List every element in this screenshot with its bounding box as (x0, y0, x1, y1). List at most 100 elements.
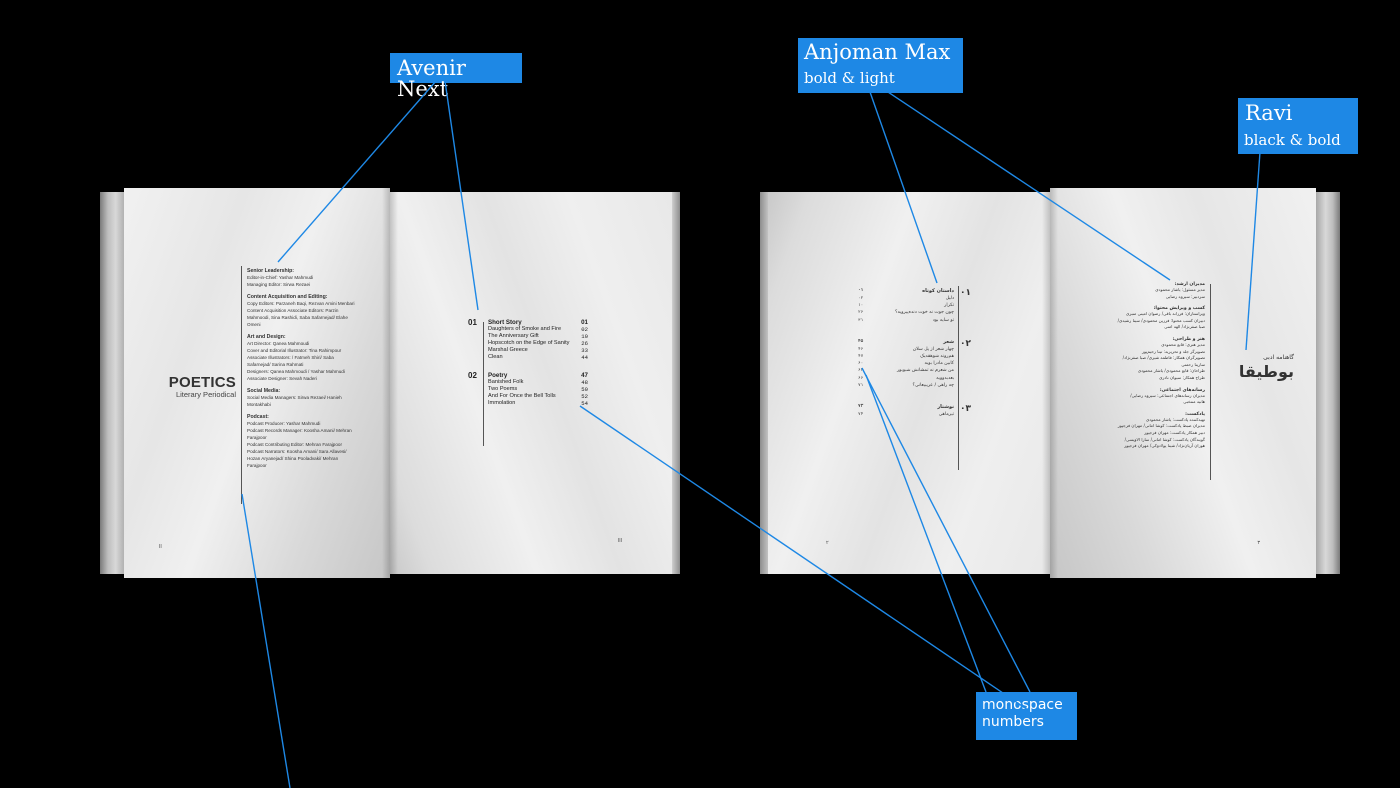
masthead-row: Associate Illustrators: / Fatmeh Shiri/ … (247, 355, 334, 360)
persian-masthead-row: سردبیر: سیروه رضایی (1165, 293, 1205, 299)
toc-section-title: Poetry (488, 371, 508, 379)
persian-toc-section-page: ۴۵ (858, 338, 864, 344)
toc-section-title: Short Story (488, 319, 522, 326)
label-anjoman-line2: bold & light (804, 69, 895, 87)
persian-toc-entry-title: تکرار (944, 303, 954, 309)
persian-toc-entry-page: ۱۰ (858, 303, 864, 309)
persian-toc-entry-page: ۳۱ (858, 317, 864, 323)
toc-entry-page: 33 (581, 347, 588, 355)
persian-masthead-row: صبا صفرنژاد/ الهه امنی (1164, 324, 1205, 330)
masthead-divider (241, 266, 242, 504)
label-avenir-line1: Avenir Next (397, 56, 466, 101)
english-right-page-number: III (617, 538, 622, 544)
persian-toc-entry-page: ۶۶ (858, 375, 864, 381)
persian-toc-entry-title: تیرماهی (938, 412, 954, 417)
persian-masthead-row: مدیر مسئول: یاشار محمودی (1155, 287, 1205, 292)
masthead-row: Hozan Aryanejad/ Shina Pooladvaki/ Mehra… (247, 456, 339, 461)
label-mono-line2: numbers (982, 714, 1044, 730)
masthead-row: Safarnejad/ Sarina Rahmati (247, 362, 304, 367)
label-anjoman-max: Anjoman Max bold & light (798, 38, 963, 93)
persian-toc-entry-title: چون جوت نه خوت دنده‌پیرویه؟ (895, 310, 954, 316)
masthead-row: Podcast Records Manager: Koosha Amani/ M… (247, 428, 352, 433)
english-masthead: Senior Leadership:Editor-in-Chief: Yasha… (247, 268, 367, 469)
book-edge-right (672, 192, 680, 574)
persian-toc-entry-page: ۷۱ (858, 382, 864, 388)
toc-entry-page: 54 (581, 399, 588, 407)
persian-toc-entry-page: ۴۷ (858, 354, 864, 359)
masthead-row: Montakhabi (247, 402, 271, 407)
persian-masthead-row: مدیر هنری: قانع محمودی (1161, 341, 1205, 347)
masthead-heading: Content Acquisition and Editing: (247, 294, 328, 300)
persian-masthead-row: مدیران ضبط پادکست: کوشا امانی/ مهران فرج… (1117, 423, 1205, 429)
label-avenir-next: Avenir Next (390, 53, 522, 100)
persian-toc-section-number: ۰۱ (960, 288, 971, 298)
persian-toc-entry-title: چهار شعر از پل سلان (912, 346, 954, 352)
persian-masthead-heading: مدیران ارشد: (1174, 282, 1205, 287)
masthead-row: Managing Editor: Sirwa Rezaei (247, 282, 311, 287)
masthead-row: Podcast Contributing Editor: Mehran Fara… (247, 442, 342, 447)
masthead-row: Omeni (247, 322, 261, 327)
persian-toc-section-page: ۷۳ (858, 404, 864, 409)
persian-toc-section-title: نوشتار (937, 404, 954, 410)
masthead-row: Podcast Producer: Yashar Mahmudi (247, 421, 321, 426)
toc-section-number: 01 (468, 318, 477, 327)
persian-title: بوطیقا (1238, 362, 1294, 381)
toc-entry-page: 26 (581, 340, 588, 348)
persian-toc-section-number: ۰۳ (960, 404, 971, 414)
persian-gutter-shadow (1042, 188, 1058, 578)
poetics-title-block: POETICS Literary Periodical (169, 374, 236, 399)
persian-toc-entry-title: بعدبدوویه (936, 375, 954, 381)
persian-toc-entry-title: من شعرم نه تمشانش شبوبور (896, 368, 954, 374)
masthead-row: Cover and Editorial Illustrator: Tina Ra… (247, 348, 342, 353)
toc-entry-title: Immolation (488, 399, 516, 406)
masthead-row: Social Media Managers: Sirwa Rezaei/ Han… (247, 395, 342, 400)
label-monospace-numbers: monospace numbers (976, 692, 1077, 740)
persian-toc-section-title: داستان کوتاه (922, 288, 954, 294)
toc-entry-page: 10 (581, 333, 588, 341)
english-left-page: POETICS Literary Periodical Senior Leade… (124, 188, 390, 578)
persian-masthead-row: هوزان آریان‌نژاد/ شینا پولادوکی/ مهران ف… (1124, 443, 1205, 449)
persian-masthead-heading: پادکست: (1185, 411, 1205, 417)
toc-entry-title: Hopscotch on the Edge of Sanity (488, 340, 570, 347)
masthead-heading: Art and Design: (247, 334, 286, 340)
persian-toc-entry-page: ۲۶ (858, 310, 864, 316)
label-ravi-line1: Ravi (1245, 101, 1293, 125)
toc-entry: Hopscotch on the Edge of Sanity 26 (488, 340, 588, 347)
label-anjoman-line1: Anjoman Max (804, 40, 951, 64)
english-left-page-number: II (159, 544, 162, 550)
toc-entry-title: Clean (488, 354, 503, 361)
poetics-subtitle: Literary Periodical (175, 390, 236, 399)
masthead-row: Farajpoor (247, 463, 267, 468)
label-mono-line1: monospace (982, 697, 1063, 713)
persian-toc-entry-title: هم‌روند شوهقدیک (920, 354, 954, 359)
toc-entry-page: 48 (581, 378, 588, 386)
masthead-row: Editor-in-Chief: Yashar Mahmudi (247, 275, 314, 280)
persian-masthead-row: ویراستاران: فرزانه باقی/ رضوان امینی منب… (1125, 311, 1205, 317)
masthead-row: Podcast Narrators: Koosha Amani/ Sara Al… (247, 449, 347, 454)
persian-toc-entry-page: ۴۶ (858, 346, 864, 352)
persian-toc-section-number: ۰۲ (960, 338, 971, 349)
toc-divider (483, 322, 484, 446)
persian-masthead-heading: کسب و ویرایش محتوا: (1153, 306, 1205, 312)
persian-masthead-row: طراحان: قانع محمودی/ یاشار محمودی (1137, 368, 1205, 374)
toc-entry-page: 50 (581, 385, 588, 393)
masthead-row: Mahmoodi, Sina Rashidi, Saba Safarnejad/… (247, 315, 348, 320)
persian-toc-entry-title: تو سایه بود (932, 317, 954, 323)
toc-entry-title: The Anniversary Gift (488, 333, 539, 340)
